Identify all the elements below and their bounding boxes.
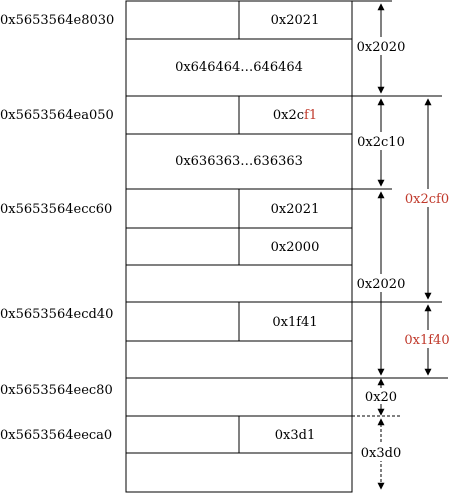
address-label: 0x5653564e8030 bbox=[0, 13, 114, 28]
size-suffix-highlight: f1 bbox=[304, 108, 317, 123]
span-label: 0x2c10 bbox=[357, 135, 405, 150]
address-label: 0x5653564ecd40 bbox=[0, 307, 113, 322]
span-label: 0x3d0 bbox=[361, 446, 401, 461]
size-prefix: 0x2c bbox=[273, 108, 304, 123]
address-label: 0x5653564ecc60 bbox=[0, 202, 112, 217]
span-label: 0x20 bbox=[365, 390, 397, 405]
span-labels: 0x2020 0x2c10 0x2020 0x20 0x3d0 0x2cf0 0… bbox=[357, 40, 450, 461]
span-label-highlight: 0x2cf0 bbox=[405, 192, 449, 207]
chunk-size-field: 0x2cf1 bbox=[273, 108, 317, 123]
address-label: 0x5653564ea050 bbox=[0, 108, 114, 123]
span-label-highlight: 0x1f40 bbox=[404, 333, 449, 348]
address-label: 0x5653564eec80 bbox=[0, 383, 113, 398]
chunk-size-field: 0x1f41 bbox=[272, 315, 317, 330]
chunk-size-field: 0x3d1 bbox=[275, 428, 315, 443]
chunk-size-field: 0x2021 bbox=[271, 13, 320, 28]
chunk-fill-data: 0x636363…636363 bbox=[175, 154, 303, 169]
span-label: 0x2020 bbox=[357, 277, 406, 292]
memory-block bbox=[125, 0, 353, 493]
address-label: 0x5653564eeca0 bbox=[0, 428, 112, 443]
address-labels: 0x5653564e8030 0x5653564ea050 0x5653564e… bbox=[0, 13, 114, 443]
span-label-backgrounds bbox=[356, 37, 452, 461]
chunk-fill-data: 0x646464…646464 bbox=[175, 60, 303, 75]
chunk-size-field: 0x2000 bbox=[271, 240, 320, 255]
span-label: 0x2020 bbox=[357, 40, 406, 55]
chunk-size-field: 0x2021 bbox=[271, 202, 320, 217]
boundary-lines bbox=[352, 0, 448, 417]
cell-values: 0x2021 0x646464…646464 0x2cf1 0x636363…6… bbox=[175, 13, 319, 443]
